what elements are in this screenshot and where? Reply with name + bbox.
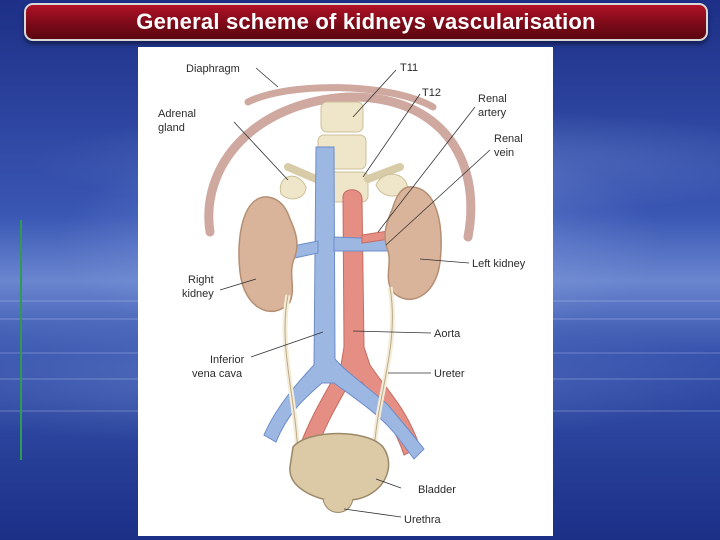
label-t12: T12 xyxy=(422,87,441,99)
label-adrenal-gland-2: gland xyxy=(158,122,185,134)
kidney-diagram: Diaphragm T11 T12 Adrenal gland Renal ar… xyxy=(138,47,553,536)
label-left-kidney: Left kidney xyxy=(472,258,526,270)
inferior-vena-cava xyxy=(263,146,425,460)
label-diaphragm: Diaphragm xyxy=(186,63,240,75)
left-ureter-outline xyxy=(373,286,393,456)
label-right-kidney-2: kidney xyxy=(182,288,214,300)
label-renal-vein-1: Renal xyxy=(494,133,523,145)
right-ureter-outline xyxy=(284,294,299,458)
label-ivc-2: vena cava xyxy=(192,368,243,380)
left-kidney xyxy=(384,186,442,301)
label-adrenal-gland-1: Adrenal xyxy=(158,108,196,120)
label-ureter: Ureter xyxy=(434,368,465,380)
label-bladder: Bladder xyxy=(418,484,456,496)
label-ivc-1: Inferior xyxy=(210,354,245,366)
diaphragm-dome xyxy=(244,84,437,111)
label-renal-artery-2: artery xyxy=(478,107,507,119)
label-right-kidney-1: Right xyxy=(188,274,214,286)
label-renal-vein-2: vein xyxy=(494,147,514,159)
slide-title: General scheme of kidneys vascularisatio… xyxy=(136,9,596,34)
title-bar: General scheme of kidneys vascularisatio… xyxy=(24,3,708,41)
kidney-diagram-svg: Diaphragm T11 T12 Adrenal gland Renal ar… xyxy=(158,62,526,526)
diaphragm-shape xyxy=(204,92,476,242)
label-urethra: Urethra xyxy=(404,514,442,526)
decorative-line xyxy=(20,220,22,460)
bladder-neck xyxy=(322,498,354,513)
label-aorta: Aorta xyxy=(434,328,461,340)
leader-lines xyxy=(219,67,491,518)
bladder xyxy=(289,432,390,503)
label-t11: T11 xyxy=(400,62,418,74)
right-kidney xyxy=(238,196,298,313)
right-adrenal-gland xyxy=(279,175,307,200)
label-renal-artery-1: Renal xyxy=(478,93,507,105)
